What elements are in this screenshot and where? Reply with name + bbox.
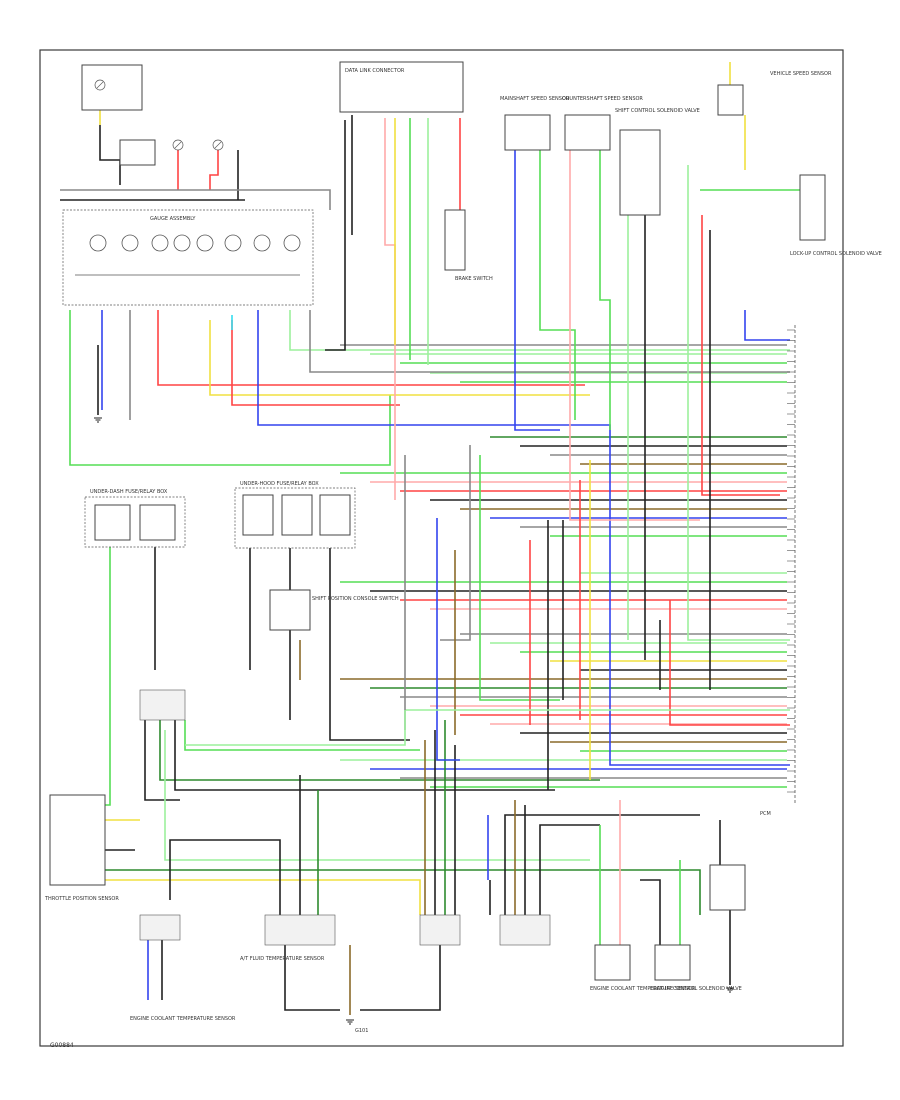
wire-131 xyxy=(185,710,406,746)
wire-53 xyxy=(231,320,400,406)
components-layer: PCM GAUGE ASSEMBLY DATA LINK CONNECTOR BRAK… xyxy=(44,61,882,1034)
wire-46 xyxy=(60,189,331,210)
gauge-label: GAUGE ASSEMBLY xyxy=(150,216,196,222)
mainshaft-label: MAINSHAFT SPEED SENSOR xyxy=(500,96,570,102)
wire-96 xyxy=(169,839,281,915)
fuse-15 xyxy=(119,139,156,166)
lockup-label: LOCK-UP CONTROL SOLENOID VALVE xyxy=(790,251,882,257)
wire-83 xyxy=(329,548,410,741)
wire-48 xyxy=(69,310,391,466)
wire-42 xyxy=(99,125,121,185)
ignition-switch-box xyxy=(81,64,143,111)
data-link-connector xyxy=(339,61,464,113)
wire-75 xyxy=(701,215,780,496)
wire-89 xyxy=(164,730,590,861)
fuse-1-element xyxy=(96,81,104,89)
wire-67 xyxy=(539,150,576,420)
gauge-lamp-4 xyxy=(196,234,214,252)
mainshaft-sensor xyxy=(504,114,551,151)
wire-127 xyxy=(669,600,790,726)
wire-76 xyxy=(687,165,790,641)
tps-label: THROTTLE POSITION SENSOR xyxy=(44,896,119,902)
hood-fuse-label: UNDER-HOOD FUSE/RELAY BOX xyxy=(240,481,319,487)
wire-44 xyxy=(209,150,219,190)
vss-sensor xyxy=(654,944,691,981)
wire-78 xyxy=(744,310,790,341)
gauge-lamp-0 xyxy=(89,234,107,252)
shift-solenoid-label: SHIFT CONTROL SOLENOID VALVE xyxy=(615,108,700,114)
ect-label: ENGINE COOLANT TEMPERATURE SENSOR xyxy=(130,1016,236,1022)
shift-lever-switch xyxy=(269,589,311,631)
pcm-ground-box xyxy=(709,864,746,911)
fuse-18-element xyxy=(174,141,182,149)
wire-118 xyxy=(440,445,471,641)
wire-52 xyxy=(209,320,590,396)
tps-box xyxy=(49,794,106,886)
wire-68 xyxy=(569,150,700,521)
wire-120 xyxy=(436,518,460,761)
pcm-label: PCM xyxy=(760,811,771,817)
wire-93 xyxy=(105,879,421,915)
gauge-lamp-5 xyxy=(224,234,242,252)
solenoid-connector-1 xyxy=(419,914,461,946)
vss-label: VEHICLE SPEED SENSOR xyxy=(770,71,832,77)
vss-connector xyxy=(717,84,744,116)
gauge-lamp-1 xyxy=(121,234,139,252)
countershaft-sensor xyxy=(564,114,611,151)
countershaft-label: COUNTERSHAFT SPEED SENSOR xyxy=(562,96,643,102)
wire-56 xyxy=(289,310,790,351)
diagram-border xyxy=(39,49,844,1047)
shift-position-relay xyxy=(84,496,186,548)
ect-sensor-label: ENGINE COOLANT TEMPERATURE SENSOR xyxy=(590,986,696,992)
fuse-19-element xyxy=(214,141,222,149)
relay-a xyxy=(94,504,131,541)
ect-connector xyxy=(139,914,181,941)
footer-code: G00884 xyxy=(50,1042,74,1049)
wire-57 xyxy=(309,310,790,373)
wire-87 xyxy=(174,720,555,791)
wire-119 xyxy=(479,455,560,701)
hood-fuse-box xyxy=(234,487,356,549)
brake-switch xyxy=(444,209,466,271)
wire-65 xyxy=(325,120,346,351)
gauge-lamp-7 xyxy=(283,234,301,252)
relay-d xyxy=(281,494,313,536)
gauge-lamp-2 xyxy=(151,234,169,252)
gauge-assembly xyxy=(62,209,314,306)
wire-101 xyxy=(360,945,441,1011)
atf-temp-connector xyxy=(264,914,336,946)
wire-60 xyxy=(384,118,396,500)
relay-c xyxy=(242,494,274,536)
shift-lever-label: SHIFT POSITION CONSOLE SWITCH xyxy=(312,596,399,602)
wire-86 xyxy=(159,720,600,781)
wire-114 xyxy=(640,879,661,945)
ect-sensor xyxy=(594,944,631,981)
wire-92 xyxy=(105,869,701,915)
wire-79 xyxy=(100,547,111,806)
wire-85 xyxy=(144,720,180,801)
lockup-solenoid xyxy=(799,174,826,241)
relay-e xyxy=(319,494,351,536)
wire-66 xyxy=(514,150,560,431)
wire-110 xyxy=(539,824,600,915)
wire-99 xyxy=(284,945,340,1011)
solenoid-connector-2 xyxy=(499,914,551,946)
data-link-label: DATA LINK CONNECTOR xyxy=(345,68,405,74)
ground-label: G101 xyxy=(355,1028,368,1034)
relay-b xyxy=(139,504,176,541)
lockup-sensor-label: LOCK-UP CONTROL SOLENOID VALVE xyxy=(650,986,742,992)
wire-51 xyxy=(157,310,585,386)
wires-layer xyxy=(60,62,805,1015)
brake-switch-label: BRAKE SWITCH xyxy=(455,276,493,282)
atf-label: A/T FLUID TEMPERATURE SENSOR xyxy=(240,956,325,962)
wire-107 xyxy=(504,814,700,915)
console-connector xyxy=(139,689,186,721)
wire-88 xyxy=(184,720,420,751)
shift-solenoid xyxy=(619,129,661,216)
wire-69 xyxy=(599,150,611,430)
gauge-lamp-6 xyxy=(253,234,271,252)
gauge-lamp-3 xyxy=(173,234,191,252)
fuse-box-label: UNDER-DASH FUSE/RELAY BOX xyxy=(90,489,168,495)
